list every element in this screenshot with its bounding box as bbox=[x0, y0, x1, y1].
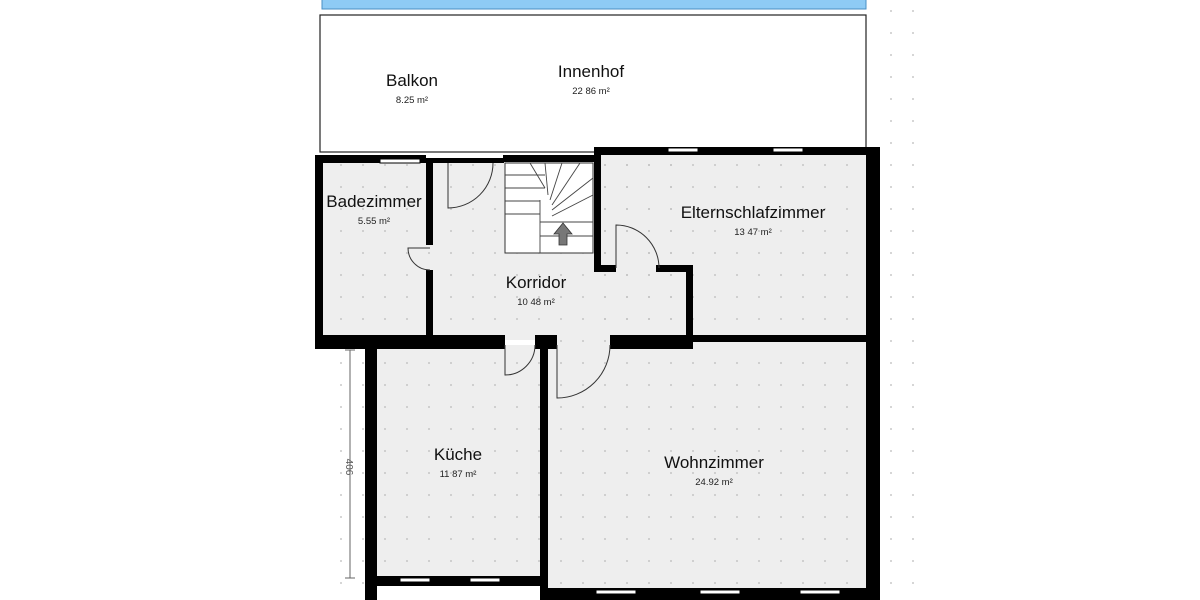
room-name-innenhof: Innenhof bbox=[558, 62, 624, 81]
room-name-badezimmer: Badezimmer bbox=[326, 192, 422, 211]
window-icon bbox=[379, 147, 841, 595]
pool-strip bbox=[321, 0, 867, 10]
room-name-kueche: Küche bbox=[434, 445, 482, 464]
dots-wohnzimmer bbox=[543, 340, 868, 590]
room-area-balkon: 8.25 m² bbox=[396, 95, 428, 106]
ground-left bbox=[320, 350, 365, 600]
dots-badezimmer bbox=[320, 163, 430, 340]
door-swing-icon bbox=[407, 162, 660, 399]
room-area-elternschlafzimmer: 13 47 m² bbox=[734, 227, 772, 238]
room-name-elternschlafzimmer: Elternschlafzimmer bbox=[681, 203, 826, 222]
dimension-line: 406 bbox=[343, 349, 355, 579]
staircase bbox=[504, 162, 594, 254]
ground-right bbox=[880, 0, 920, 600]
room-labels: Balkon 8.25 m² Innenhof 22 86 m² Badezim… bbox=[326, 62, 825, 488]
dots-eltern bbox=[600, 152, 868, 335]
room-name-balkon: Balkon bbox=[386, 71, 438, 90]
room-area-badezimmer: 5.55 m² bbox=[358, 216, 390, 227]
stairs-up-arrow-icon bbox=[553, 222, 573, 246]
dimension-label: 406 bbox=[343, 459, 354, 476]
room-name-wohnzimmer: Wohnzimmer bbox=[664, 453, 764, 472]
dots-kueche bbox=[375, 345, 543, 580]
room-area-kueche: 11 87 m² bbox=[440, 469, 477, 480]
room-name-korridor: Korridor bbox=[506, 273, 567, 292]
room-area-innenhof: 22 86 m² bbox=[572, 86, 610, 97]
room-area-korridor: 10 48 m² bbox=[517, 297, 555, 308]
room-area-wohnzimmer: 24.92 m² bbox=[695, 477, 733, 488]
outdoor-area bbox=[319, 14, 867, 153]
